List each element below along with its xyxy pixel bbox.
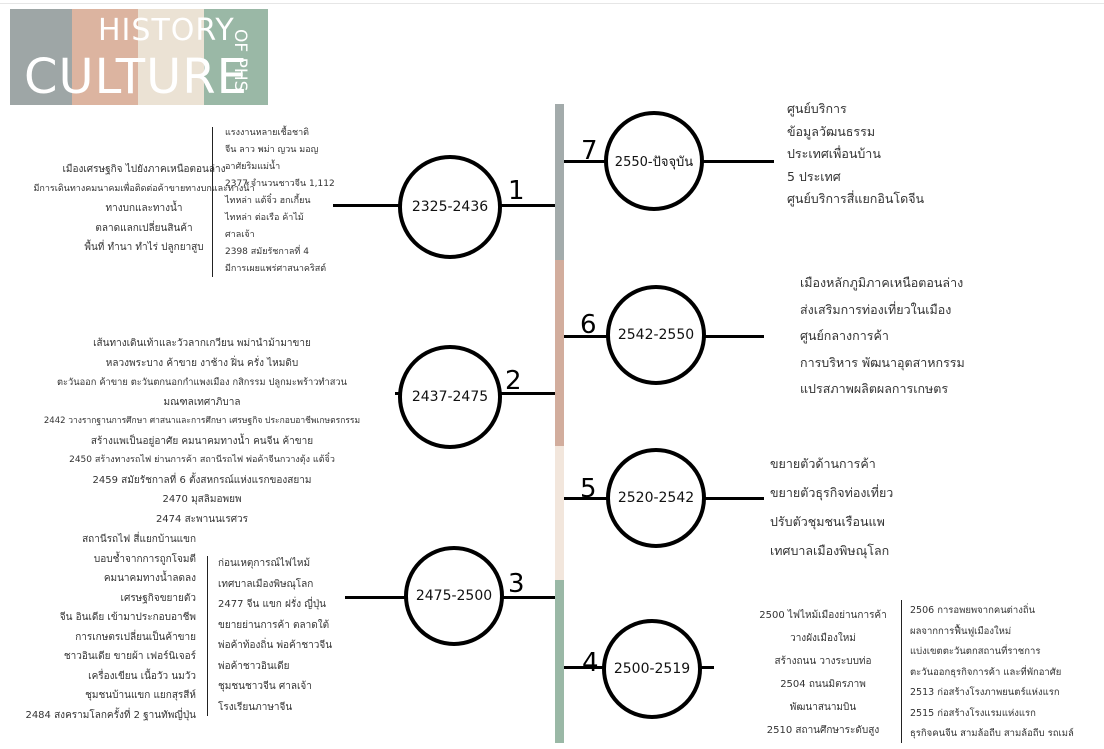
period-3-right-text: ก่อนเหตุการณ์ไฟไหม้ เทศบาลเมืองพิษณุโลก … — [218, 558, 333, 713]
period-6-right-text: เมืองหลักภูมิภาคเหนือตอนล่าง ส่งเสริมการ… — [800, 275, 965, 396]
timeline-segment — [555, 446, 564, 580]
top-rule — [0, 3, 1104, 4]
period-number: 6 — [580, 310, 597, 340]
logo-stripe — [10, 9, 72, 105]
period-number: 1 — [508, 176, 525, 206]
logo-stripe — [138, 9, 204, 105]
divider — [901, 600, 902, 743]
timeline-segment — [555, 260, 564, 446]
period-7-right-text: ศูนย์บริการ ข้อมูลวัฒนธรรม ประเทศเพื่อนบ… — [787, 101, 925, 206]
period-number: 5 — [580, 474, 597, 504]
period-4-right-text: 2506 การอพยพจากคนต่างถิ่น ผลจากการฟื้นฟู… — [910, 605, 1074, 739]
timeline-segment — [555, 104, 564, 260]
logo-stripe — [72, 9, 138, 105]
period-1-left-text: เมืองเศรษฐกิจ ไปยังภาคเหนือตอนล่าง มีการ… — [33, 164, 255, 253]
period-circle: 2500-2519 — [602, 619, 702, 719]
period-3-left-text: สถานีรถไฟ สี่แยกบ้านแขก บอบช้ำจากการถูกโ… — [25, 534, 196, 721]
period-1-right-text: แรงงานหลายเชื้อชาติ จีน ลาว พม่า ญวน มอญ… — [225, 128, 335, 274]
period-number: 7 — [581, 136, 598, 166]
divider — [207, 556, 208, 716]
logo-side-text: OF PHS — [230, 29, 250, 92]
period-circle: 2437-2475 — [398, 345, 502, 449]
period-5-right-text: ขยายตัวด้านการค้า ขยายตัวธุรกิจท่องเที่ย… — [770, 456, 894, 558]
period-circle: 2325-2436 — [398, 155, 502, 259]
period-circle: 2475-2500 — [404, 546, 504, 646]
divider — [212, 127, 213, 277]
period-number: 4 — [582, 648, 599, 678]
period-number: 2 — [505, 366, 522, 396]
period-circle: 2550-ปัจจุบัน — [604, 111, 704, 211]
period-circle: 2542-2550 — [606, 285, 706, 385]
timeline-segment — [555, 580, 564, 743]
period-circle: 2520-2542 — [606, 448, 706, 548]
logo-history-text: HISTORY — [98, 13, 235, 48]
logo-stripe — [204, 9, 268, 105]
period-4-left-text: 2500 ไฟไหม้เมืองย่านการค้า วางผังเมืองให… — [759, 610, 887, 736]
period-number: 3 — [508, 569, 525, 599]
logo-culture-text: CULTURE — [24, 49, 248, 105]
period-2-left-text: เส้นทางเดินเท้าและวัวลากเกวียน พม่านำม้า… — [43, 338, 361, 525]
logo: HISTORY CULTURE OF PHS — [10, 9, 268, 105]
